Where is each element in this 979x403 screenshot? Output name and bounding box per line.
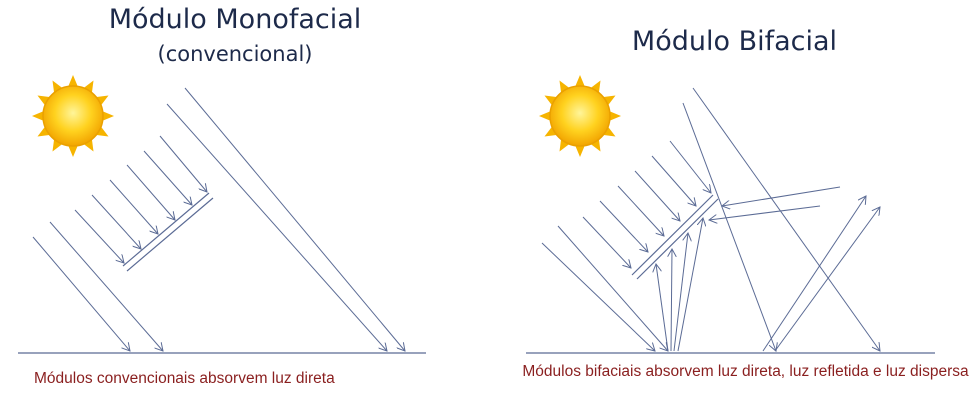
reflected-rays (656, 196, 880, 352)
direct-rays-to-panel (582, 140, 711, 268)
diffuse-rays (709, 186, 841, 220)
direct-rays-to-panel (74, 135, 207, 263)
monofacial-panel (122, 192, 214, 272)
sun-icon (539, 75, 621, 157)
direct-rays-to-ground (541, 87, 880, 351)
monofacial-subtitle: (convencional) (157, 42, 313, 66)
bifacial-caption: Módulos bifaciais absorvem luz direta, l… (522, 363, 969, 380)
monofacial-caption: Módulos convencionais absorvem luz diret… (34, 370, 335, 387)
direct-rays-to-ground (32, 87, 405, 351)
sun-icon (32, 75, 114, 157)
bifacial-panel (631, 194, 719, 280)
bifacial-title: Módulo Bifacial (631, 26, 838, 57)
monofacial-title: Módulo Monofacial (108, 4, 362, 35)
